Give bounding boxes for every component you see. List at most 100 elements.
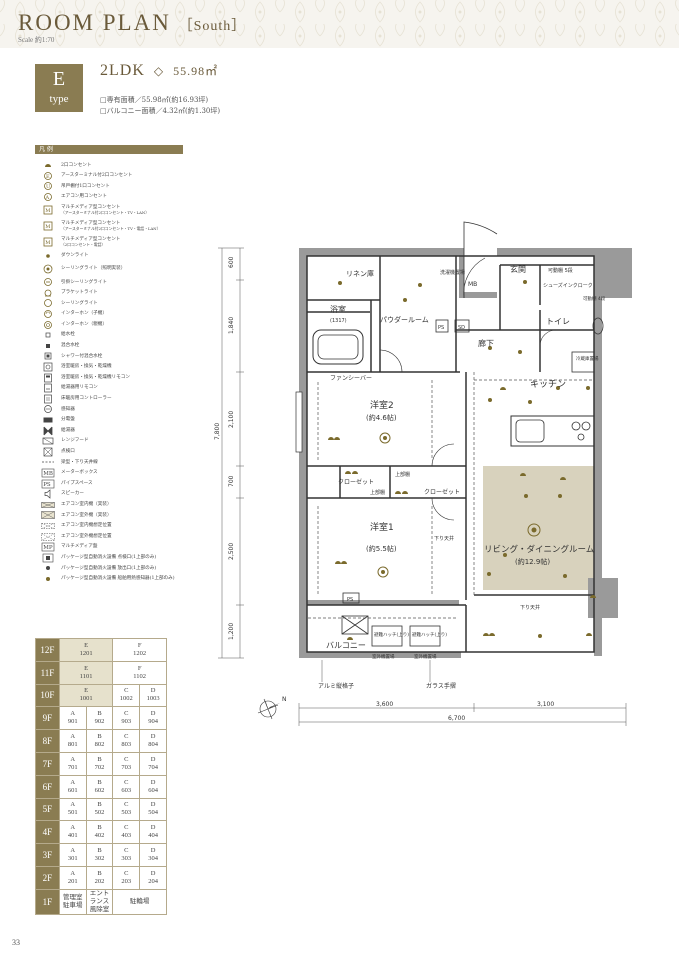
unit-number: 301: [67, 855, 78, 863]
unit-type: F: [137, 641, 142, 649]
legend-label-text: スピーカー: [61, 491, 84, 497]
dim-3100: 3,100: [537, 701, 554, 708]
sd-label: SD: [458, 325, 465, 331]
unit-number: 503: [121, 809, 132, 817]
legend-label-text: シャワー付混合水栓: [61, 353, 103, 359]
legend-label: マルチメディア型コンセント（2口コンセント・電話）: [61, 237, 120, 248]
legend-item: 浴室暖房・換気・乾燥機リモコン: [35, 372, 183, 383]
legend-label-text: エアコン室内機（実装）: [61, 501, 112, 507]
stove-burner: [571, 421, 581, 431]
outlet-icon: [35, 160, 61, 170]
legend-label: 分電盤: [61, 417, 75, 423]
legend-label-text: 2口コンセント: [61, 162, 92, 168]
unit-number: 504: [148, 809, 158, 817]
unit-cell: 管理室駐車場: [58, 888, 87, 915]
unit-number: 501: [67, 809, 78, 817]
ceiling-light-installed-icon: [35, 264, 61, 274]
legend-item: インターホン（子機）: [35, 309, 183, 320]
legend-label: 浴室暖房・換気・乾燥機リモコン: [61, 375, 130, 381]
unit-number: 203: [121, 877, 132, 885]
legend-item: シーリングライト: [35, 298, 183, 309]
hatch-1: 避難ハッチ(上り): [374, 631, 409, 638]
legend-item: レンジフード: [35, 436, 183, 447]
unit-type: D: [150, 869, 156, 877]
legend-label-text: ダウンライト: [61, 252, 89, 258]
mb-icon: MB: [35, 468, 61, 478]
unit-type: B: [97, 755, 102, 763]
svg-text:A: A: [45, 195, 50, 201]
legend-label: 吊戸棚付1口コンセント: [61, 184, 110, 190]
lower-ceiling-1: 下り天井: [434, 535, 454, 542]
page-number: 33: [12, 938, 20, 947]
legend-item: 点検口: [35, 446, 183, 457]
dim-2100: 2,100: [228, 411, 235, 428]
legend-item: シーリングライト（照明実装）: [35, 261, 183, 277]
bath-remote-icon: [35, 373, 61, 383]
unit-number: 1101: [79, 672, 93, 680]
legend-label-text: マルチメディア型コンセント: [61, 220, 121, 226]
unit-number: 801: [67, 741, 78, 749]
hatch-2: 避難ハッチ(上り): [412, 631, 447, 638]
legend-item: エアコン室内機想定位置: [35, 521, 183, 532]
legend-item: ダウンライト: [35, 250, 183, 261]
legend-label-text: インターホン（親機）: [61, 321, 107, 327]
faucet-icon: [35, 330, 61, 340]
legend-label-text: レンジフード: [61, 438, 89, 444]
floor-label: 10F: [35, 683, 60, 708]
kitchen-counter: [510, 415, 595, 447]
type-word: type: [49, 93, 69, 105]
legend-label: レンジフード: [61, 438, 89, 444]
unit-type: B: [97, 801, 102, 809]
legend-label-sub: （アースターミナル付2口コンセント・TV・LAN）: [61, 210, 149, 216]
glass-label: ガラス手摺: [426, 682, 456, 690]
unit-number: 1003: [146, 695, 160, 703]
legend-label: ダウンライト: [61, 253, 89, 259]
legend-label-text: 梁型・下り天井線: [61, 459, 98, 465]
living-floor-shade: [483, 466, 594, 590]
living-size: (約12.9帖): [515, 557, 550, 566]
fan-label: ファンシーバー: [330, 375, 372, 382]
speaker-icon: [35, 489, 61, 499]
legend-label: 給湯器用リモコン: [61, 385, 98, 391]
legend-label: 引掛シーリングライト: [61, 280, 107, 286]
legend-label: エアコン室内機想定位置: [61, 523, 112, 529]
legend-label: エアコン用コンセント: [61, 194, 107, 200]
legend-item: エアコン室外機（実装）: [35, 510, 183, 521]
ac-outlet-icon: A: [35, 192, 61, 202]
room-linen: リネン庫: [346, 269, 374, 278]
unit-number: 401: [67, 832, 78, 840]
legend-item: A エアコン用コンセント: [35, 192, 183, 203]
unit-type: エントランス: [89, 889, 110, 905]
floor-label: 3F: [35, 843, 60, 867]
legend-label: パッケージ型自動消火設備 点検口(1上部のみ): [61, 555, 156, 561]
svg-text:E: E: [46, 174, 50, 180]
ceiling-lights: [377, 432, 541, 578]
legend-label: 給水栓: [61, 332, 75, 338]
legend-label-text: ブラケットライト: [61, 290, 98, 296]
intercom-sub-icon: [35, 309, 61, 319]
shoes-closet-label: シューズインクローク: [543, 282, 593, 289]
floor-label: 9F: [35, 706, 60, 731]
balcony-hatches: [341, 615, 441, 647]
unit-type: A: [70, 801, 76, 809]
outlets: [328, 387, 596, 640]
unit-number: 904: [148, 718, 158, 726]
unit-type: A: [70, 869, 76, 877]
legend-label-text: 分電盤: [61, 417, 75, 423]
dim-1200: 1,200: [228, 623, 235, 640]
outer-walls: [299, 248, 632, 658]
legend-label: エアコン室外機（実装）: [61, 513, 112, 519]
unit-number: 604: [148, 786, 158, 794]
unit-type: D: [150, 755, 156, 763]
